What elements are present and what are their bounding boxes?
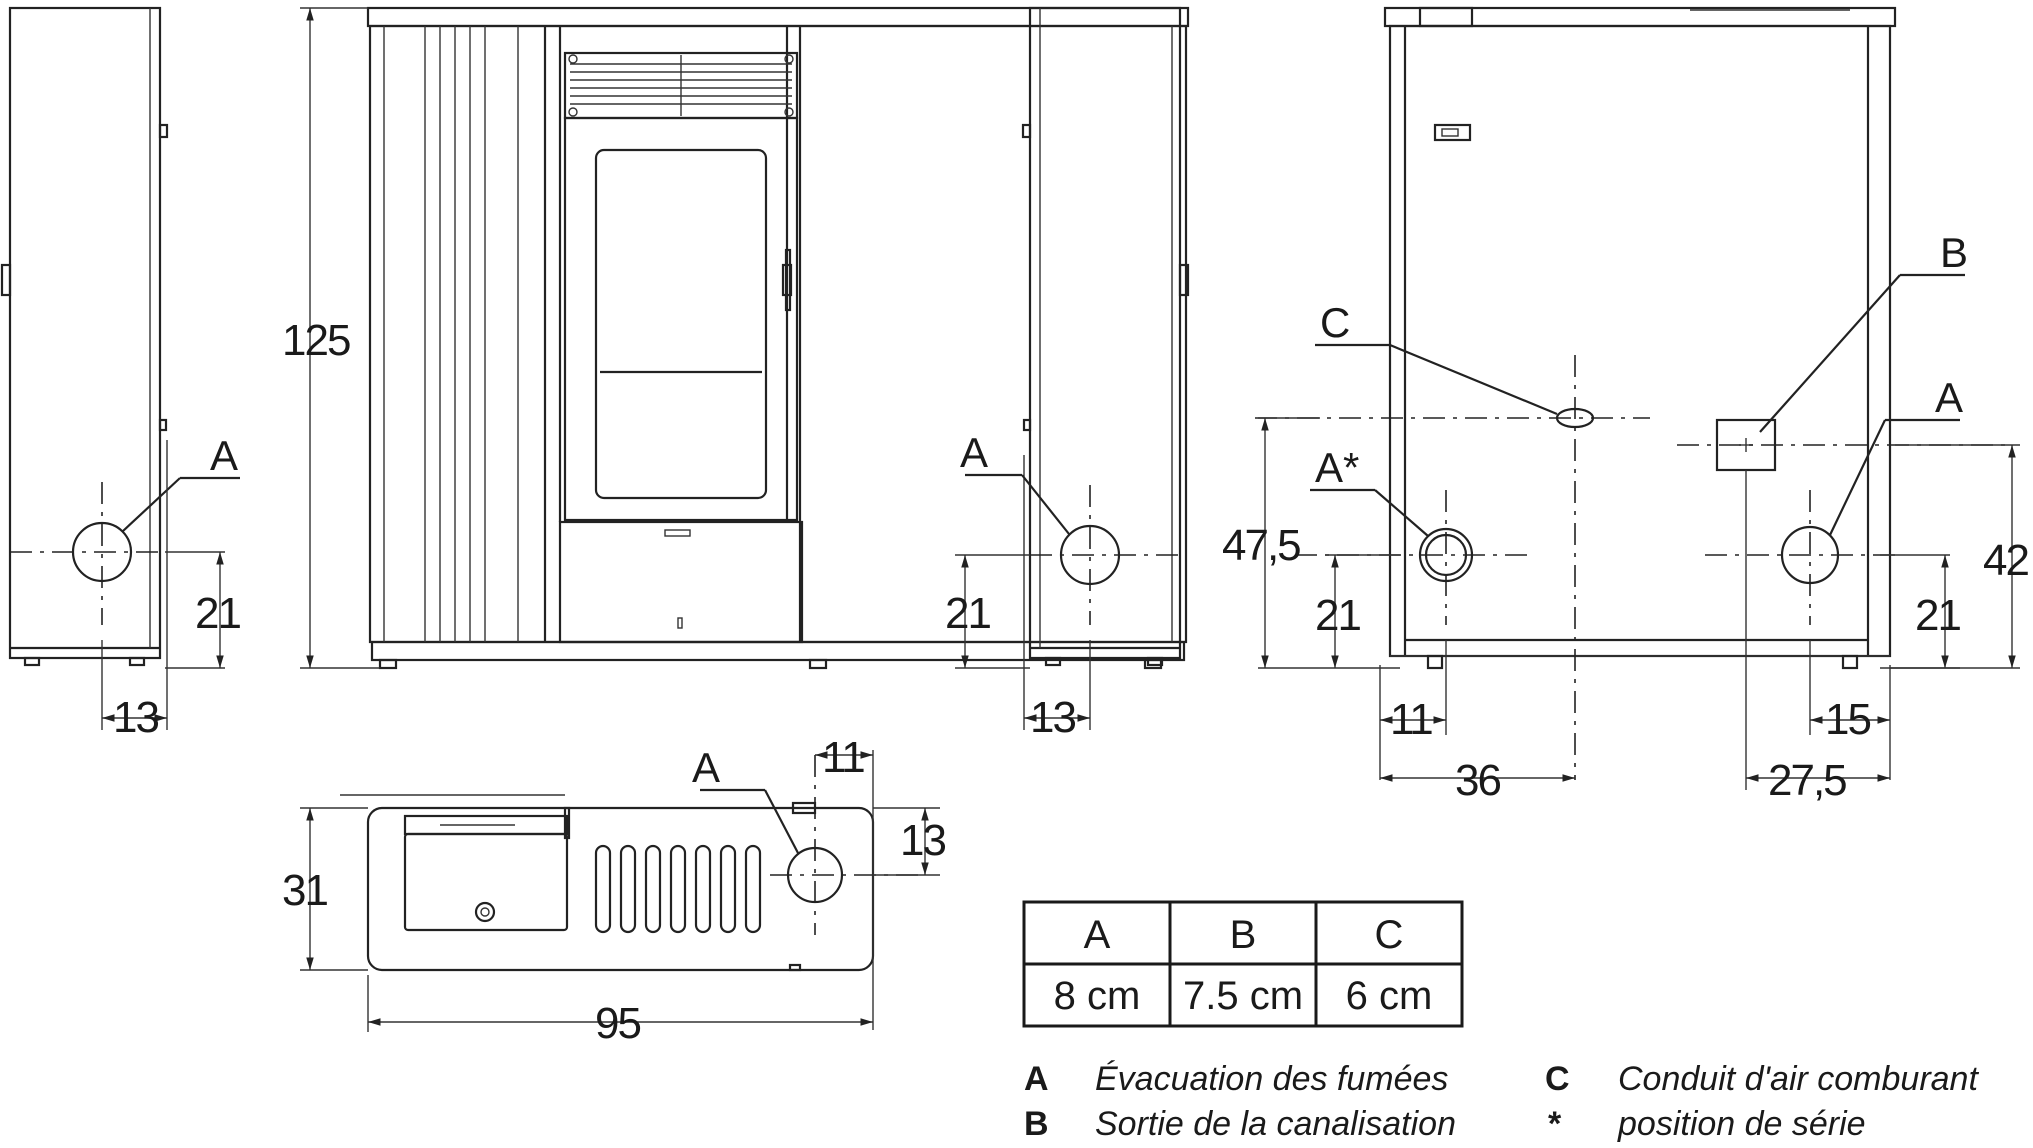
label-a-left: A bbox=[210, 432, 238, 479]
dim-back-c-36: 36 bbox=[1455, 756, 1500, 805]
right-side-view: A 21 13 bbox=[945, 6, 1190, 742]
dim-back-b-42: 42 bbox=[1983, 536, 2028, 585]
label-b: B bbox=[1940, 229, 1968, 276]
back-view: C B A* A 47,5 21 11 36 bbox=[1222, 6, 2030, 805]
dim-back-astar-11: 11 bbox=[1390, 695, 1432, 744]
dim-right-side-13: 13 bbox=[1030, 693, 1075, 742]
front-glass-door bbox=[594, 148, 768, 500]
dim-top-a-11: 11 bbox=[822, 733, 864, 782]
label-a-right: A bbox=[960, 429, 988, 476]
table-value-b: 7.5 cm bbox=[1183, 974, 1303, 1018]
front-view: 125 bbox=[282, 6, 1190, 670]
dim-top-a-13: 13 bbox=[900, 816, 945, 865]
table-header-a: A bbox=[1084, 913, 1111, 957]
front-ash-drawer bbox=[558, 520, 804, 644]
dim-left-side-13: 13 bbox=[113, 693, 158, 742]
dim-top-width-95: 95 bbox=[595, 999, 640, 1048]
diameter-table: A B C 8 cm 7.5 cm 6 cm bbox=[1022, 900, 1464, 1028]
dim-total-height-125: 125 bbox=[282, 316, 350, 365]
dim-back-b-27-5: 27,5 bbox=[1768, 756, 1846, 805]
legend-text-c: Conduit d'air comburant bbox=[1618, 1060, 1979, 1098]
legend-key-c: C bbox=[1545, 1060, 1570, 1098]
legend-key-a: A bbox=[1024, 1060, 1049, 1098]
dim-right-side-21: 21 bbox=[945, 589, 990, 638]
label-a-back: A bbox=[1935, 374, 1963, 421]
label-c: C bbox=[1320, 299, 1350, 346]
table-header-b: B bbox=[1230, 913, 1257, 957]
legend-key-star: * bbox=[1548, 1105, 1562, 1143]
table-value-a: 8 cm bbox=[1054, 974, 1141, 1018]
legend: A Évacuation des fumées B Sortie de la c… bbox=[1024, 1060, 1979, 1143]
table-value-c: 6 cm bbox=[1346, 974, 1433, 1018]
table-header-c: C bbox=[1375, 913, 1404, 957]
top-view: A 11 13 31 95 bbox=[282, 733, 947, 1048]
label-a-top: A bbox=[692, 744, 720, 791]
dim-left-side-21: 21 bbox=[195, 589, 240, 638]
dim-back-a-21: 21 bbox=[1915, 591, 1960, 640]
dim-back-c-47-5: 47,5 bbox=[1222, 521, 1300, 570]
top-pellet-lid bbox=[403, 832, 569, 932]
dim-back-a-15: 15 bbox=[1825, 695, 1870, 744]
dim-top-depth-31: 31 bbox=[282, 866, 327, 915]
legend-text-a: Évacuation des fumées bbox=[1095, 1060, 1448, 1098]
label-a-star: A* bbox=[1315, 444, 1359, 491]
left-side-view: A 21 13 bbox=[0, 6, 242, 742]
dim-back-astar-21: 21 bbox=[1315, 591, 1360, 640]
legend-text-b: Sortie de la canalisation bbox=[1095, 1105, 1456, 1143]
legend-key-b: B bbox=[1024, 1105, 1049, 1143]
legend-text-star: position de série bbox=[1617, 1105, 1866, 1143]
